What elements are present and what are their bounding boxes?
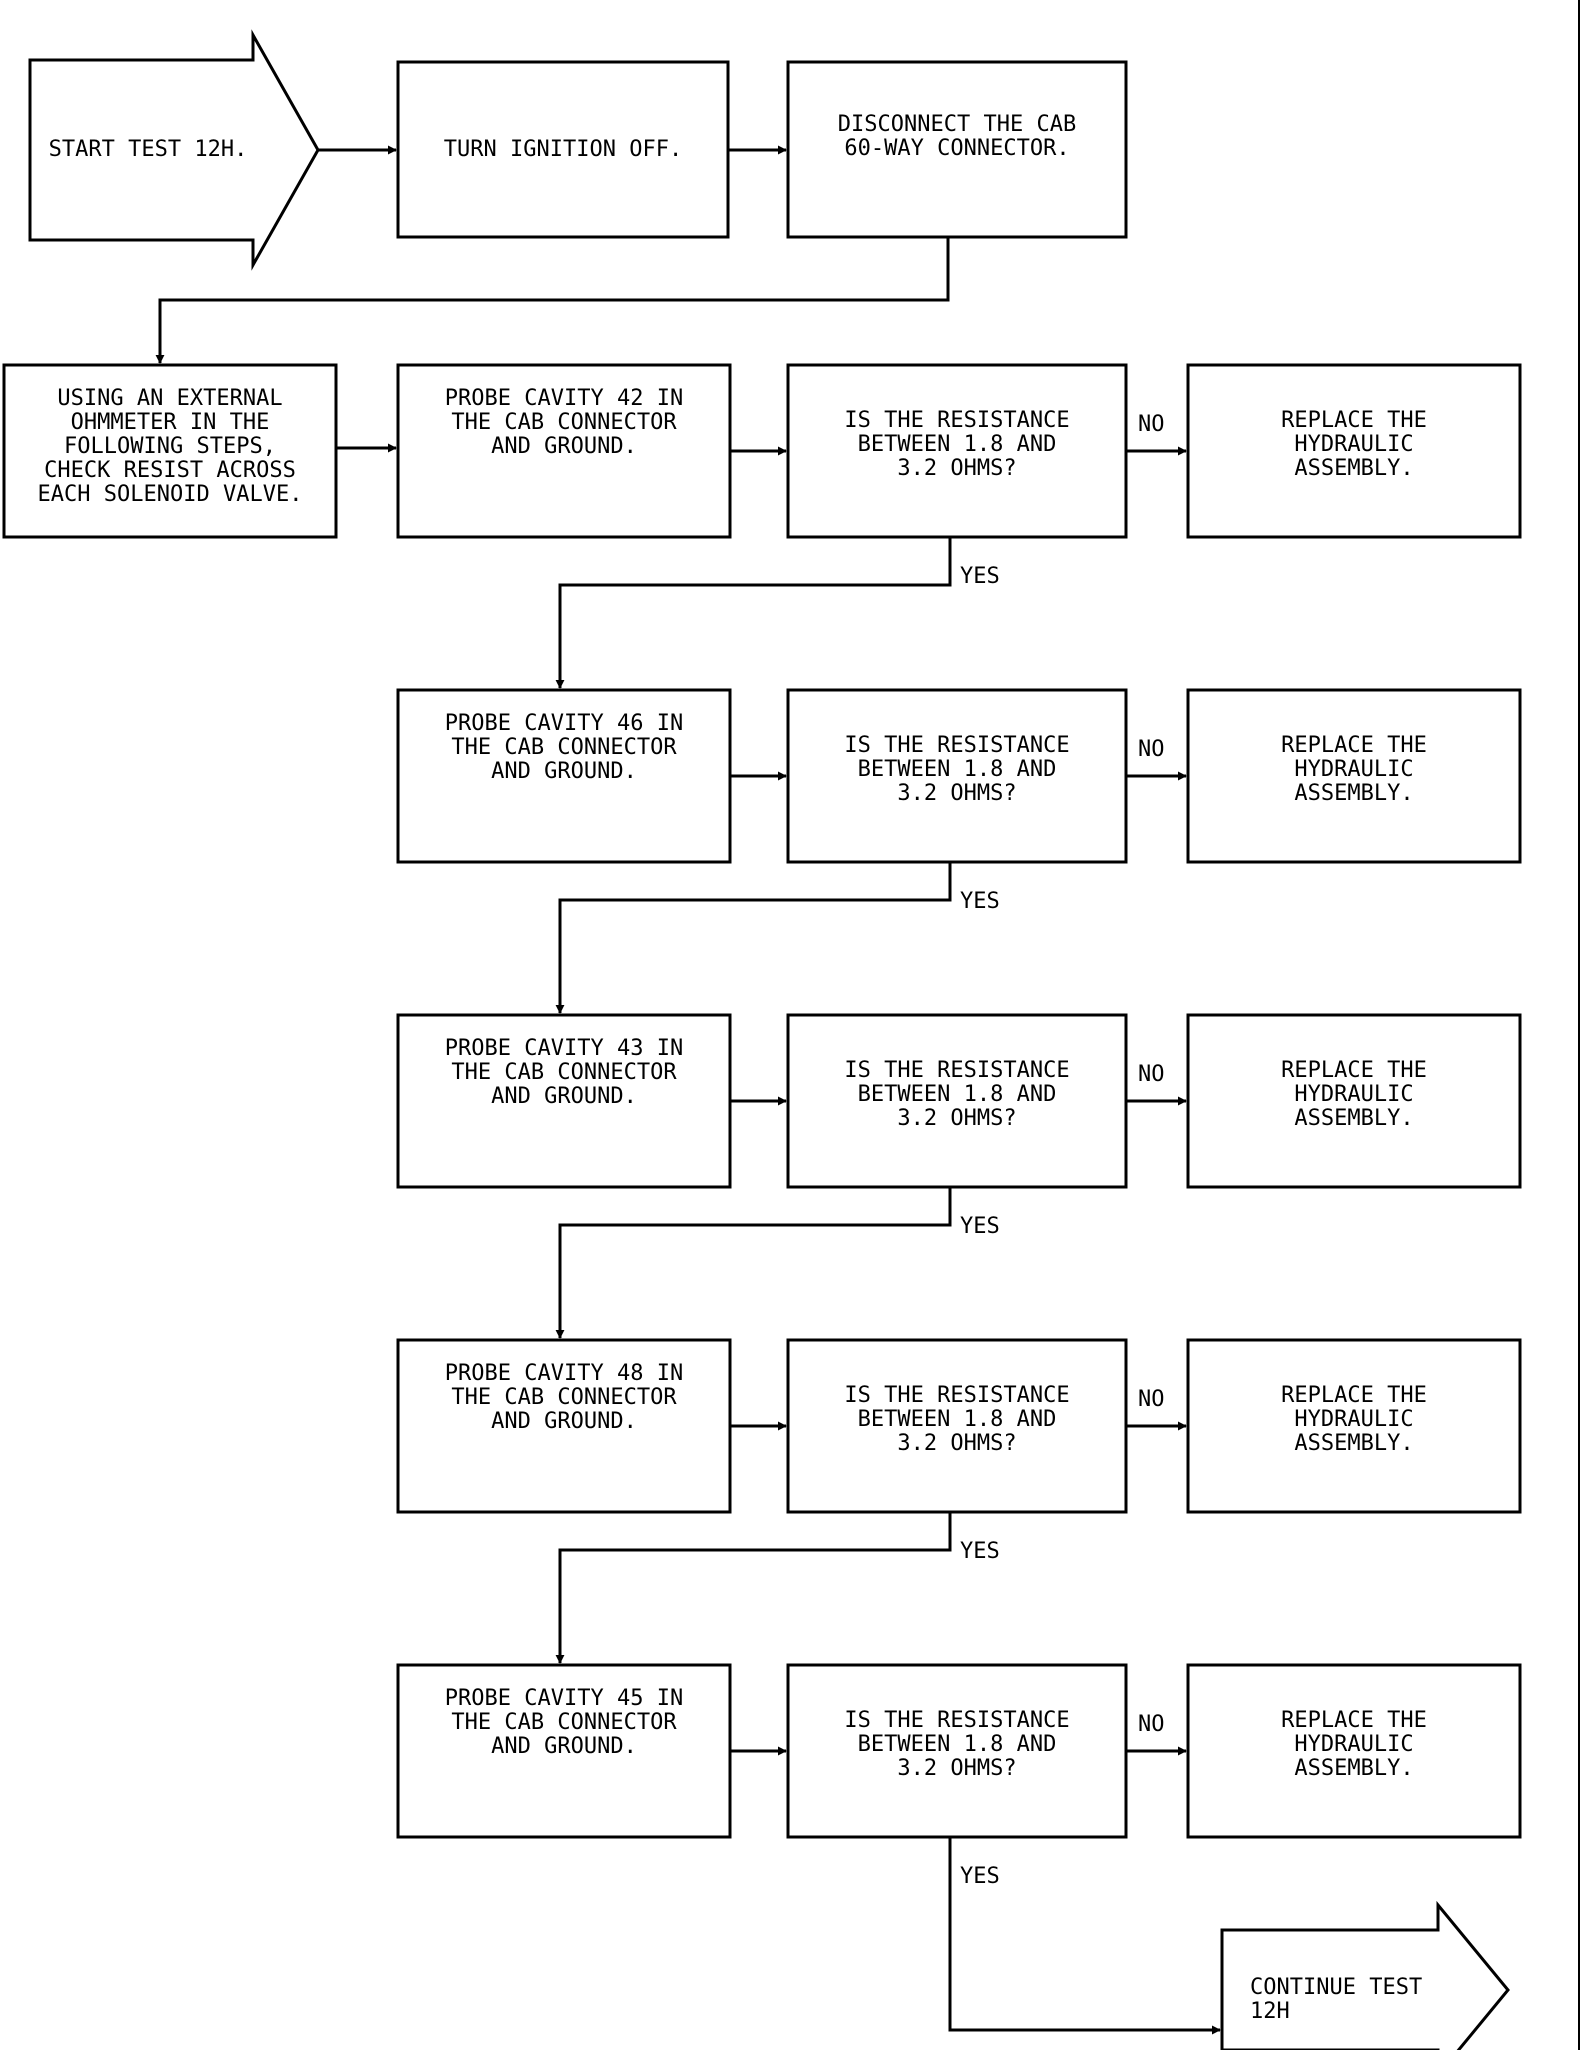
connector-arrow	[555, 862, 952, 1014]
question-label-1: BETWEEN 1.8 AND	[858, 432, 1057, 457]
action-label-1: REPLACE THE	[1281, 408, 1427, 433]
question-label-3: 3.2 OHMS?	[897, 1106, 1016, 1131]
probe-label-4: AND GROUND.	[491, 1409, 637, 1434]
continue-label: 12H	[1250, 1999, 1290, 2024]
step-disconnect-box	[786, 60, 1128, 239]
action-label-3: ASSEMBLY.	[1294, 1106, 1413, 1131]
action-label-2: REPLACE THE	[1281, 733, 1427, 758]
connector-arrow	[555, 1512, 952, 1664]
action-label-5: ASSEMBLY.	[1294, 1756, 1413, 1781]
probe-label-5: AND GROUND.	[491, 1734, 637, 1759]
step-ohmmeter-label: OHMMETER IN THE	[71, 410, 270, 435]
step-ohmmeter-label: CHECK RESIST ACROSS	[44, 458, 296, 483]
action-label-2: HYDRAULIC	[1294, 757, 1413, 782]
action-box-3	[1186, 1013, 1522, 1189]
probe-label-1: THE CAB CONNECTOR	[451, 410, 677, 435]
question-label-3: IS THE RESISTANCE	[844, 1058, 1069, 1083]
yes-label: YES	[960, 1214, 1000, 1239]
probe-box-4	[396, 1338, 732, 1514]
question-label-2: IS THE RESISTANCE	[844, 733, 1069, 758]
step-ohmmeter-box	[2, 363, 338, 539]
probe-box-2	[396, 688, 732, 864]
action-box-4	[1186, 1338, 1522, 1514]
question-box-2	[786, 688, 1128, 864]
question-label-4: BETWEEN 1.8 AND	[858, 1407, 1057, 1432]
action-label-1: HYDRAULIC	[1294, 432, 1413, 457]
probe-label-2: AND GROUND.	[491, 759, 637, 784]
step-disconnect-label: 60-WAY CONNECTOR.	[844, 136, 1069, 161]
action-label-2: ASSEMBLY.	[1294, 781, 1413, 806]
question-label-2: BETWEEN 1.8 AND	[858, 757, 1057, 782]
step-ignition-box	[396, 60, 730, 239]
connector-arrow	[555, 537, 952, 689]
start-label: START TEST 12H.	[49, 137, 248, 162]
action-label-5: HYDRAULIC	[1294, 1732, 1413, 1757]
continue-label: CONTINUE TEST	[1250, 1975, 1422, 2000]
question-box-4	[786, 1338, 1128, 1514]
action-box-5	[1186, 1663, 1522, 1839]
question-label-4: 3.2 OHMS?	[897, 1431, 1016, 1456]
step-ohmmeter-label: USING AN EXTERNAL	[57, 386, 282, 411]
question-label-1: 3.2 OHMS?	[897, 456, 1016, 481]
page-edge-line	[1578, 0, 1580, 2050]
yes-label: YES	[960, 1539, 1000, 1564]
action-label-4: HYDRAULIC	[1294, 1407, 1413, 1432]
probe-box-3	[396, 1013, 732, 1189]
action-label-4: ASSEMBLY.	[1294, 1431, 1413, 1456]
probe-box-5	[396, 1663, 732, 1839]
question-label-1: IS THE RESISTANCE	[844, 408, 1069, 433]
yes-label: YES	[960, 564, 1000, 589]
start-arrow	[28, 29, 320, 271]
question-label-5: 3.2 OHMS?	[897, 1756, 1016, 1781]
probe-label-3: PROBE CAVITY 43 IN	[445, 1036, 683, 1061]
probe-label-5: PROBE CAVITY 45 IN	[445, 1686, 683, 1711]
yes-label: YES	[960, 889, 1000, 914]
question-label-4: IS THE RESISTANCE	[844, 1383, 1069, 1408]
action-label-1: ASSEMBLY.	[1294, 456, 1413, 481]
question-label-5: BETWEEN 1.8 AND	[858, 1732, 1057, 1757]
step-ignition-label: TURN IGNITION OFF.	[444, 137, 682, 162]
question-label-2: 3.2 OHMS?	[897, 781, 1016, 806]
no-label: NO	[1138, 1712, 1165, 1737]
probe-label-4: THE CAB CONNECTOR	[451, 1385, 677, 1410]
probe-label-3: AND GROUND.	[491, 1084, 637, 1109]
action-box-1	[1186, 363, 1522, 539]
connector-arrow	[948, 1837, 1221, 2035]
yes-label: YES	[960, 1864, 1000, 1889]
connector-arrow	[155, 237, 950, 364]
action-label-4: REPLACE THE	[1281, 1383, 1427, 1408]
question-box-3	[786, 1013, 1128, 1189]
action-box-2	[1186, 688, 1522, 864]
action-label-3: HYDRAULIC	[1294, 1082, 1413, 1107]
probe-label-5: THE CAB CONNECTOR	[451, 1710, 677, 1735]
no-label: NO	[1138, 737, 1165, 762]
probe-label-2: PROBE CAVITY 46 IN	[445, 711, 683, 736]
probe-label-2: THE CAB CONNECTOR	[451, 735, 677, 760]
question-label-5: IS THE RESISTANCE	[844, 1708, 1069, 1733]
probe-label-3: THE CAB CONNECTOR	[451, 1060, 677, 1085]
step-ohmmeter-label: FOLLOWING STEPS,	[64, 434, 276, 459]
no-label: NO	[1138, 1387, 1165, 1412]
connector-arrow	[555, 1187, 952, 1339]
no-label: NO	[1138, 1062, 1165, 1087]
action-label-5: REPLACE THE	[1281, 1708, 1427, 1733]
continue-arrow	[1220, 1900, 1510, 2050]
step-disconnect-label: DISCONNECT THE CAB	[838, 112, 1076, 137]
step-ohmmeter-label: EACH SOLENOID VALVE.	[38, 482, 303, 507]
probe-label-4: PROBE CAVITY 48 IN	[445, 1361, 683, 1386]
question-box-5	[786, 1663, 1128, 1839]
probe-label-1: AND GROUND.	[491, 434, 637, 459]
question-label-3: BETWEEN 1.8 AND	[858, 1082, 1057, 1107]
question-box-1	[786, 363, 1128, 539]
probe-label-1: PROBE CAVITY 42 IN	[445, 386, 683, 411]
action-label-3: REPLACE THE	[1281, 1058, 1427, 1083]
no-label: NO	[1138, 412, 1165, 437]
probe-box-1	[396, 363, 732, 539]
